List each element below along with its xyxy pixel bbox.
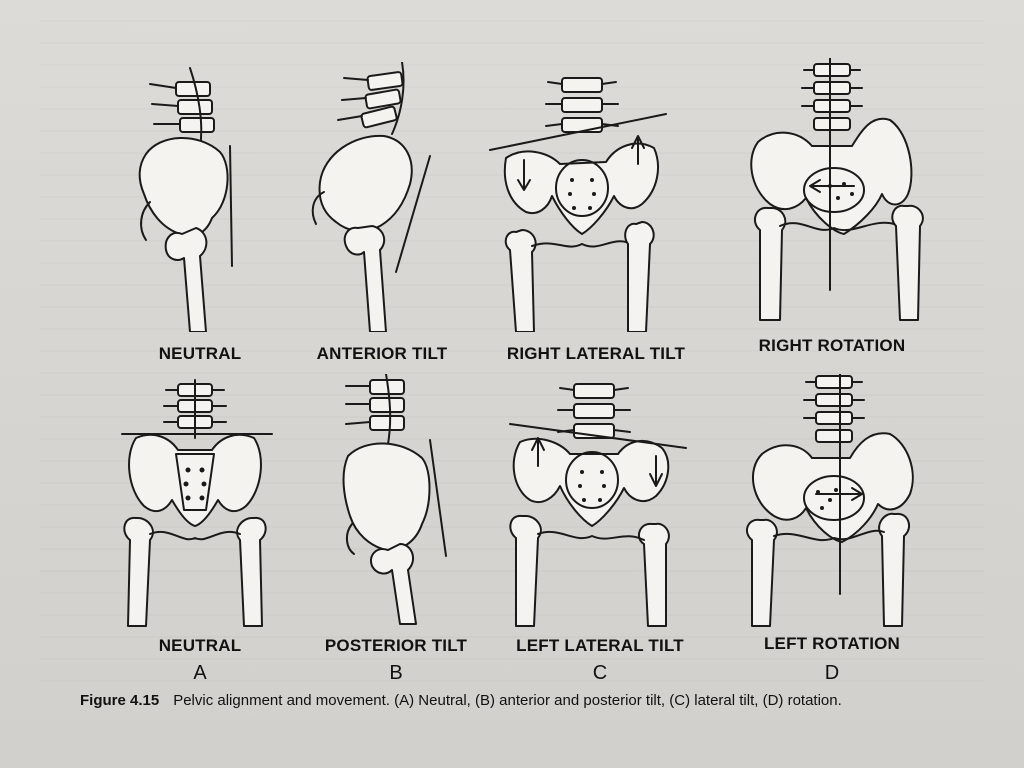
label-right-rotation: RIGHT ROTATION xyxy=(758,336,906,355)
figure-number: Figure 4.15 xyxy=(80,692,160,709)
pelvis-lateral-neutral-drawing xyxy=(138,67,233,332)
pelvis-posterior-tilt-drawing xyxy=(342,374,447,625)
lumbar-spine xyxy=(803,375,865,443)
right-femur xyxy=(637,522,670,627)
panel-right-rotation: RIGHT ROTATION xyxy=(712,58,952,358)
ilium xyxy=(318,134,413,232)
panel-anterior-tilt: ANTERIOR TILT xyxy=(262,62,502,363)
caption-text: Pelvic alignment and movement. (A) Neutr… xyxy=(173,692,842,709)
figure-caption: Figure 4.15 Pelvic alignment and movement… xyxy=(80,692,1000,709)
plumb-line xyxy=(229,145,233,267)
right-femur xyxy=(236,516,267,627)
ilium xyxy=(138,137,229,238)
rotation-arrow-icon xyxy=(809,179,855,193)
label-right-lateral-tilt: RIGHT LATERAL TILT xyxy=(506,344,686,363)
column-letter-c: C xyxy=(592,662,608,684)
lumbar-spine xyxy=(149,67,215,149)
right-femur xyxy=(878,512,911,627)
tilt-line xyxy=(429,439,447,557)
label-posterior-tilt: POSTERIOR TILT xyxy=(324,636,468,655)
tilt-line xyxy=(509,423,687,449)
lumbar-spine xyxy=(557,383,631,439)
tilt-line xyxy=(395,155,431,273)
arrow-down-icon xyxy=(649,455,663,487)
right-femur xyxy=(891,204,924,321)
column-letter-d: D xyxy=(824,662,840,684)
column-letter-b: B xyxy=(389,662,403,684)
lumbar-spine xyxy=(801,63,863,131)
femur xyxy=(164,227,208,332)
panel-posterior-tilt: POSTERIOR TILT B xyxy=(276,374,516,684)
label-neutral-frontal: NEUTRAL xyxy=(158,636,242,655)
panel-left-lateral-tilt: LEFT LATERAL TILT C xyxy=(480,374,720,684)
right-femur xyxy=(624,221,655,332)
label-neutral: NEUTRAL xyxy=(158,344,242,363)
panel-neutral-frontal: NEUTRAL A xyxy=(80,374,320,684)
ilium xyxy=(342,442,431,552)
tilt-line xyxy=(489,113,667,151)
label-left-rotation: LEFT ROTATION xyxy=(763,634,901,653)
lumbar-spine xyxy=(345,374,405,445)
pelvis-girdle xyxy=(128,433,262,527)
left-femur xyxy=(509,514,542,627)
arrow-up-icon xyxy=(531,437,545,467)
pelvis-girdle xyxy=(751,432,914,543)
label-left-lateral-tilt: LEFT LATERAL TILT xyxy=(516,636,684,655)
lumbar-spine xyxy=(163,379,227,439)
femur xyxy=(343,225,387,332)
rotation-arrow-icon xyxy=(815,487,863,501)
panel-right-lateral-tilt: RIGHT LATERAL TILT xyxy=(476,62,716,363)
left-femur xyxy=(123,516,154,627)
left-femur xyxy=(753,206,787,321)
pelvis-frontal-neutral-drawing xyxy=(121,379,273,627)
arrow-down-icon xyxy=(517,159,531,191)
pelvis-girdle xyxy=(503,142,659,235)
pelvis-right-lateral-tilt-drawing xyxy=(489,77,667,332)
column-letter-a: A xyxy=(193,662,207,684)
arrow-up-icon xyxy=(631,135,645,165)
pelvis-left-rotation-drawing xyxy=(745,374,914,627)
lumbar-spine xyxy=(337,62,405,135)
pelvis-left-lateral-tilt-drawing xyxy=(509,383,687,627)
lumbar-spine xyxy=(545,77,619,133)
pelvis-anterior-tilt-drawing xyxy=(311,62,431,332)
pelvis-girdle xyxy=(512,437,670,527)
panel-neutral-lateral: NEUTRAL xyxy=(80,62,320,363)
femur xyxy=(370,543,417,625)
label-anterior-tilt: ANTERIOR TILT xyxy=(316,344,448,363)
panel-left-rotation: LEFT ROTATION D xyxy=(712,374,952,684)
pelvis-girdle xyxy=(750,117,913,235)
pelvis-right-rotation-drawing xyxy=(750,58,924,321)
left-femur xyxy=(504,229,537,332)
left-femur xyxy=(745,518,778,627)
